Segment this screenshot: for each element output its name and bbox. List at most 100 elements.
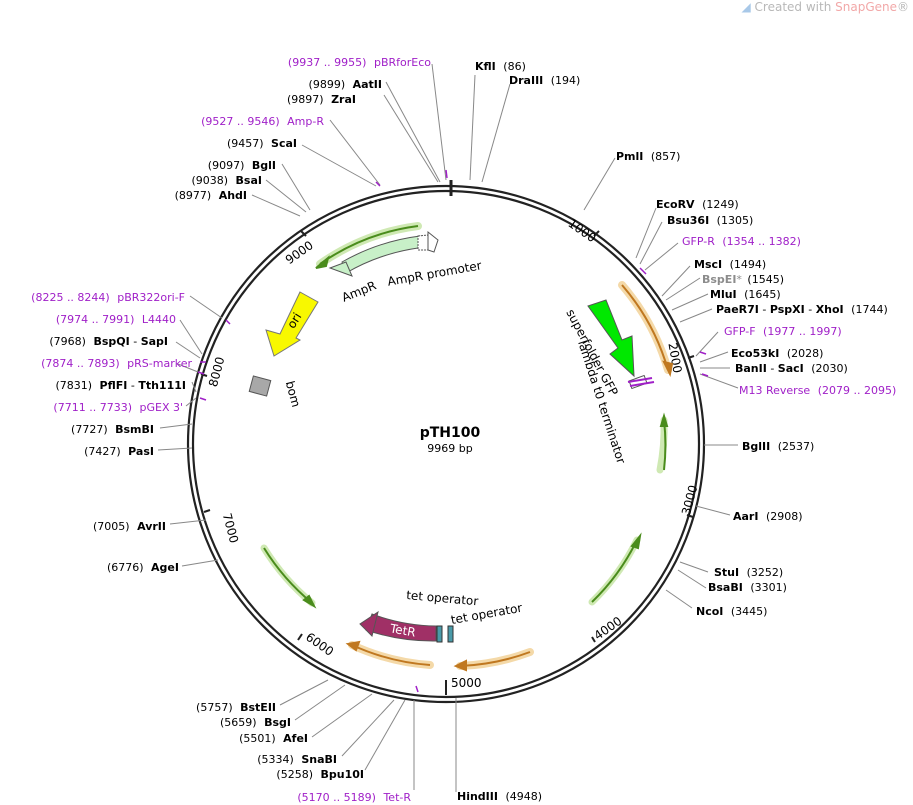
orange-arrow-2-head: [345, 640, 361, 652]
tick-6000: [297, 633, 303, 641]
tick-marks: [200, 230, 695, 695]
site-hindiii[interactable]: HindIII (4948): [457, 790, 542, 803]
ori-feature[interactable]: [265, 291, 319, 357]
site-bsabi[interactable]: BsaBI (3301): [708, 581, 787, 594]
tick-2000: [687, 355, 695, 359]
orange-arrow-glow-1: [456, 648, 534, 670]
site-bglii[interactable]: BglII (2537): [742, 440, 814, 453]
site-pasi[interactable]: (7427) PasI: [84, 445, 154, 458]
site-agei[interactable]: (6776) AgeI: [107, 561, 179, 574]
tick-7000: [203, 509, 211, 513]
small-arrow-glow: [656, 416, 668, 474]
site-tet-r[interactable]: (5170 .. 5189) Tet-R: [297, 791, 411, 804]
ampr-feature-head: [328, 261, 353, 277]
site-avrii[interactable]: (7005) AvrII: [93, 520, 166, 533]
plasmid-name: pTH100: [420, 425, 481, 441]
site-prs-marker[interactable]: (7874 .. 7893) pRS-marker: [41, 357, 192, 370]
site-ecorv[interactable]: EcoRV (1249): [656, 198, 739, 211]
small-green-head: [659, 412, 669, 427]
site-labels: KflI (86) DraIII (194) PmlI (857) EcoRV …: [31, 56, 896, 804]
site-gfp-f[interactable]: GFP-F (1977 .. 1997): [724, 325, 842, 338]
primer-ticks: [197, 169, 709, 693]
orange-arrow-1-head: [453, 659, 467, 672]
watermark-brand: SnapGene: [835, 0, 897, 14]
site-aari[interactable]: AarI (2908): [733, 510, 803, 523]
primer-arrows: [263, 225, 674, 672]
site-zrai[interactable]: (9897) ZraI: [287, 93, 356, 106]
site-kfli[interactable]: KflI (86): [475, 60, 526, 73]
site-afei[interactable]: (5501) AfeI: [239, 732, 308, 745]
leader-lines: [157, 63, 739, 792]
snapgene-watermark: ◢ Created with SnapGene®: [742, 0, 910, 14]
tetr-feature-head: [359, 610, 379, 637]
backbone-outer: [186, 184, 706, 704]
site-bgli[interactable]: (9097) BglI: [208, 159, 276, 172]
site-banii[interactable]: BanII - SacI (2030): [735, 362, 848, 375]
tick-label-1000: 1000: [566, 216, 599, 245]
tick-8000: [200, 373, 208, 377]
site-bsu36i[interactable]: Bsu36I (1305): [667, 214, 753, 227]
green-arrow-glow: [588, 536, 641, 606]
tet-operator-1[interactable]: [436, 625, 443, 643]
snapgene-logo-icon: ◢: [741, 0, 755, 14]
site-pbr322ori-f[interactable]: (8225 .. 8244) pBR322ori-F: [31, 291, 185, 304]
site-amp-r[interactable]: (9527 .. 9546) Amp-R: [201, 115, 324, 128]
ampr-promoter-box: [417, 234, 429, 251]
site-paer7i[interactable]: PaeR7I - PspXI - XhoI (1744): [716, 303, 888, 316]
tick-label-5000: 5000: [451, 676, 482, 690]
tick-label-8000: 8000: [206, 355, 227, 388]
site-scai[interactable]: (9457) ScaI: [227, 137, 297, 150]
bom-feature[interactable]: [248, 375, 272, 397]
tick-label-6000: 6000: [303, 630, 336, 659]
site-ahdi[interactable]: (8977) AhdI: [175, 189, 247, 202]
site-pbrforeco[interactable]: (9937 .. 9955) pBRforEco: [288, 56, 431, 69]
watermark-reg: ®: [897, 0, 909, 14]
site-bsmbi[interactable]: (7727) BsmBI: [71, 423, 154, 436]
tick-1000: [593, 230, 600, 237]
m13-marker: [629, 381, 655, 387]
site-bsai[interactable]: (9038) BsaI: [191, 174, 262, 187]
site-ncoi[interactable]: NcoI (3445): [696, 605, 767, 618]
site-bsteii[interactable]: (5757) BstEII: [196, 701, 276, 714]
green-arrow-glow-2: [260, 544, 316, 607]
site-aatii[interactable]: (9899) AatII: [309, 78, 382, 91]
ampr-primer-head: [315, 255, 330, 269]
tick-label-7000: 7000: [220, 511, 241, 544]
tet-operator-2[interactable]: [447, 625, 454, 643]
site-bpu10i[interactable]: (5258) Bpu10I: [276, 768, 364, 781]
tick-4000: [591, 636, 596, 643]
site-pmli[interactable]: PmlI (857): [616, 150, 680, 163]
gfp-primer-head: [662, 360, 674, 378]
gfp-f-marker: [627, 377, 653, 383]
site-msci[interactable]: MscI (1494): [694, 258, 766, 271]
orange-arrow-glow-2: [348, 641, 434, 669]
site-pgex-3[interactable]: (7711 .. 7733) pGEX 3': [53, 401, 183, 414]
site-eco53ki[interactable]: Eco53kI (2028): [731, 347, 823, 360]
tetr-label: TetR: [388, 621, 417, 639]
green-arrow-3-head: [302, 594, 317, 609]
tick-3000: [686, 514, 694, 518]
site-bspei[interactable]: BspEI* (1545): [702, 273, 784, 286]
tet-operator-label-1: tet operator: [406, 588, 479, 608]
ampr-label: AmpR: [340, 278, 378, 304]
site-bspqi[interactable]: (7968) BspQI - SapI: [49, 335, 168, 348]
site-draiii[interactable]: DraIII (194): [509, 74, 580, 87]
plasmid-size: 9969 bp: [427, 442, 472, 455]
green-arrow-2-head: [630, 532, 642, 550]
site-snabi[interactable]: (5334) SnaBI: [257, 753, 337, 766]
site-l4440[interactable]: (7974 .. 7991) L4440: [56, 313, 176, 326]
site-stui[interactable]: StuI (3252): [714, 566, 783, 579]
ampr-promoter-arrow[interactable]: [427, 230, 439, 253]
backbone-inner: [191, 189, 701, 699]
site-gfp-r[interactable]: GFP-R (1354 .. 1382): [682, 235, 801, 248]
site-m13-reverse[interactable]: M13 Reverse (2079 .. 2095): [739, 384, 896, 397]
tick-label-9000: 9000: [283, 238, 316, 267]
tick-9000: [300, 230, 307, 237]
site-pflfi[interactable]: (7831) PflFI - Tth111I: [55, 379, 186, 392]
site-mlui[interactable]: MluI (1645): [710, 288, 781, 301]
ampr-promoter-label: AmpR promoter: [386, 258, 482, 288]
superfolder-gfp-feature[interactable]: [587, 299, 635, 378]
site-bsgi[interactable]: (5659) BsgI: [220, 716, 291, 729]
watermark-prefix: Created with: [754, 0, 836, 14]
